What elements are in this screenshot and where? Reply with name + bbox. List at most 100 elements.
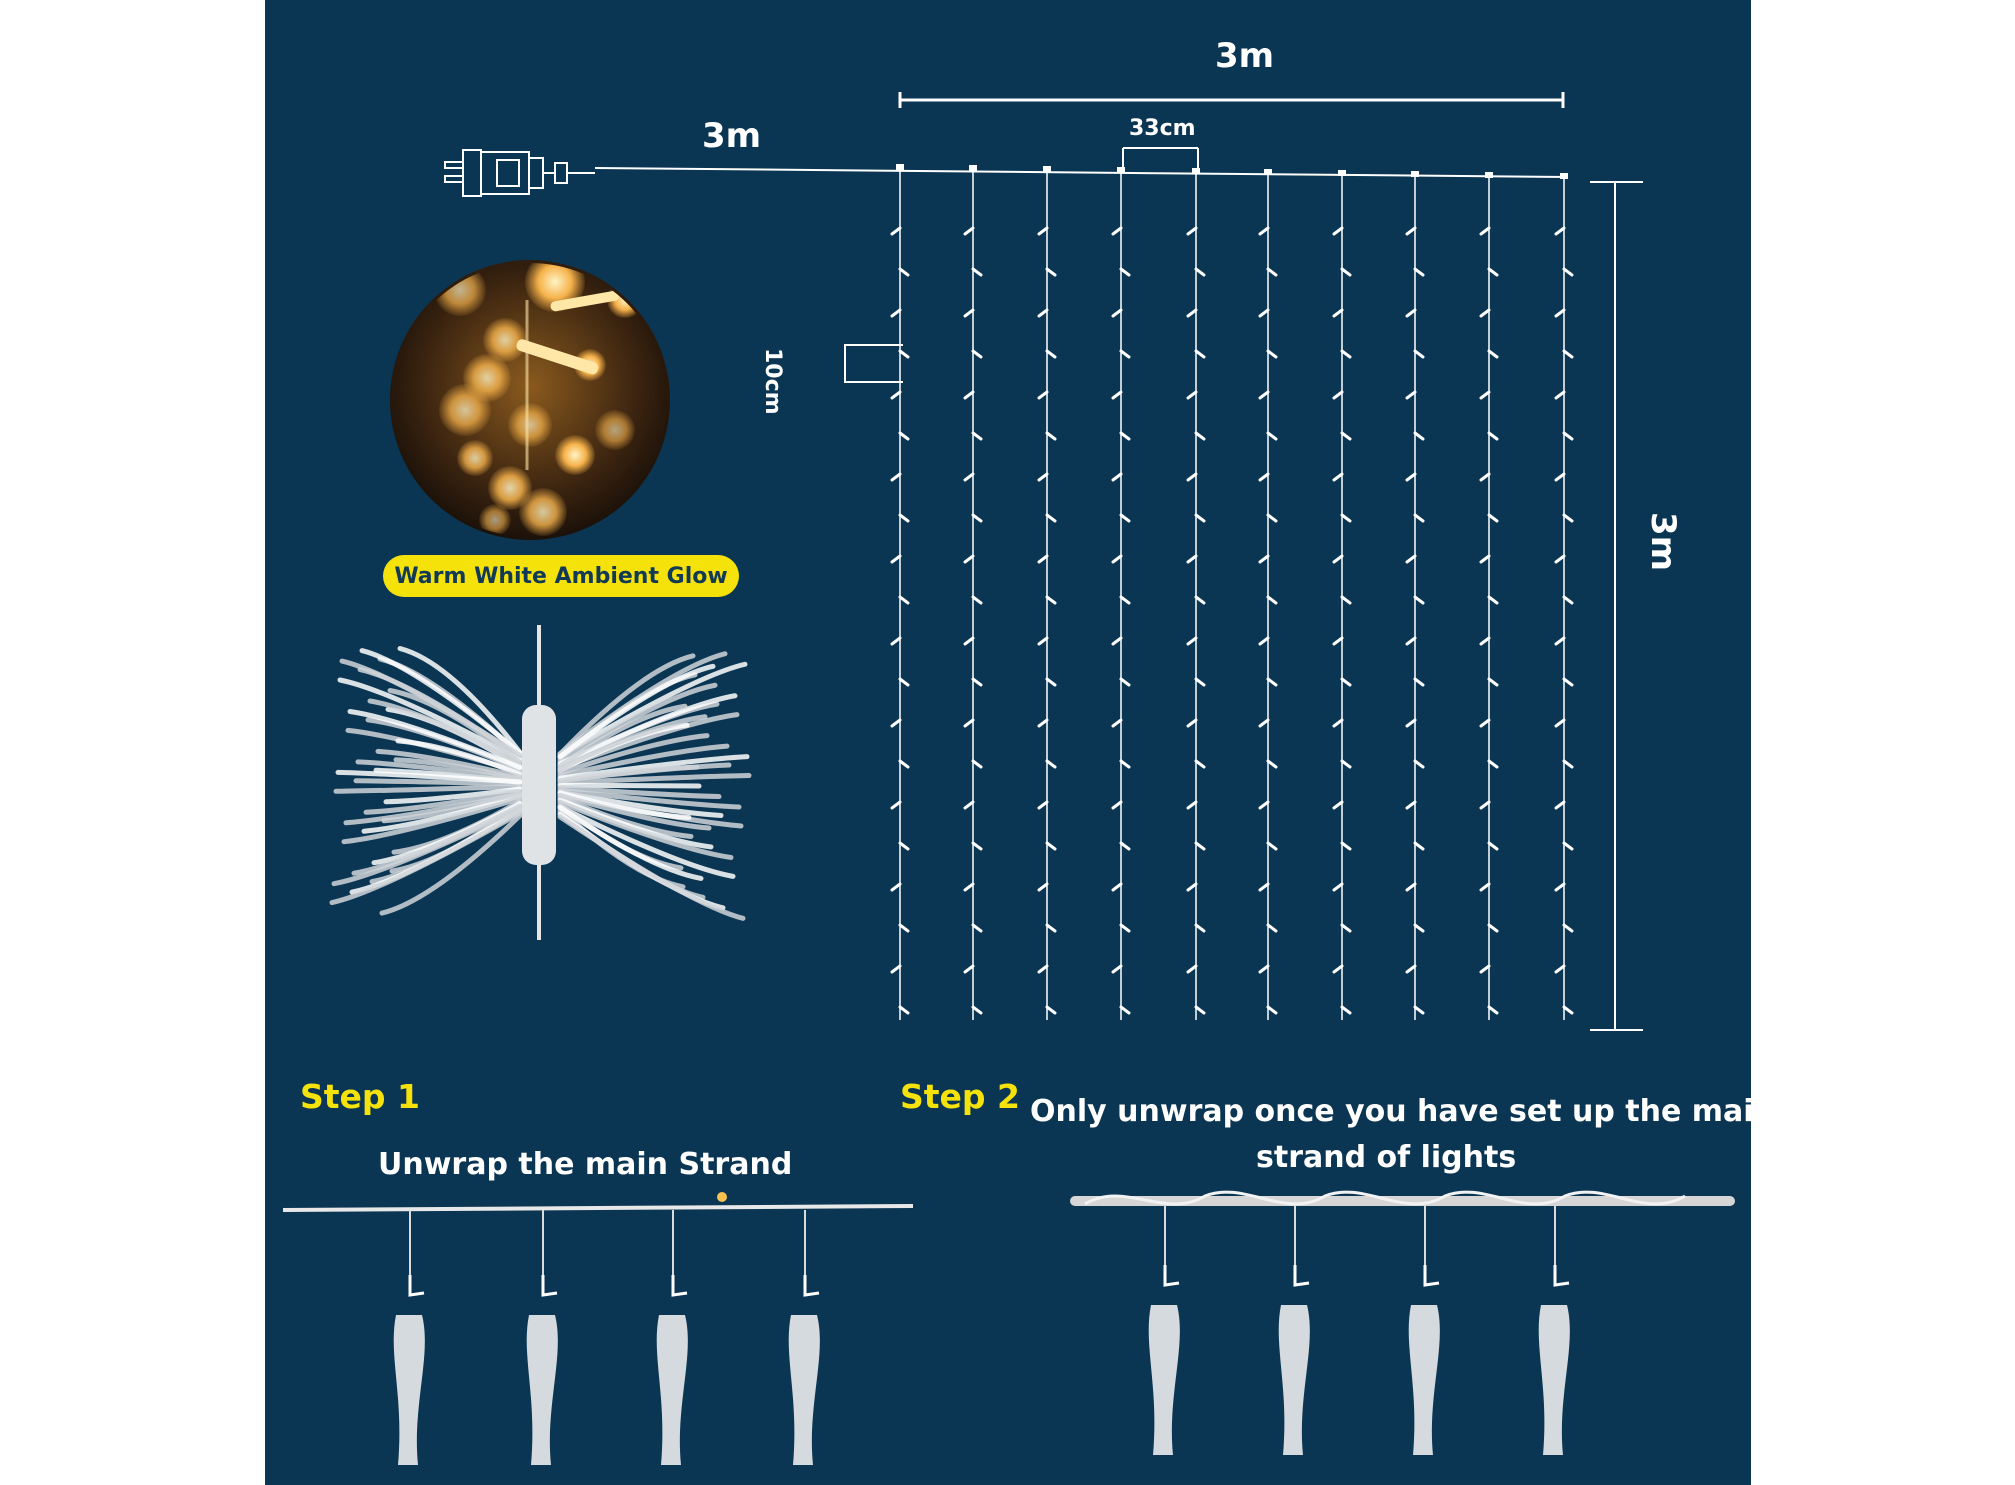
bulb — [1258, 472, 1270, 482]
icicle-tag — [541, 1275, 558, 1297]
bulb — [1413, 759, 1425, 769]
top-width-label: 3m — [1215, 36, 1275, 76]
bundle-wire — [359, 648, 523, 756]
spacing-marker-33cm — [1122, 147, 1199, 168]
bulb — [1258, 718, 1270, 728]
bundle-wire — [353, 778, 523, 787]
bulb — [1340, 513, 1352, 523]
bundle-wire — [343, 791, 523, 826]
bulb — [1332, 472, 1344, 482]
bulb — [971, 1005, 983, 1015]
bulb — [1194, 923, 1206, 933]
bulb — [1266, 595, 1278, 605]
bulb — [1487, 267, 1499, 277]
bulb — [1045, 1005, 1057, 1015]
bulb — [1266, 677, 1278, 687]
bulb — [898, 267, 910, 277]
bundle-wire — [557, 799, 734, 860]
bulb — [1119, 349, 1131, 359]
bulb — [1413, 677, 1425, 687]
bulb — [1405, 964, 1417, 974]
bulb — [1405, 308, 1417, 318]
strand-connector — [896, 164, 904, 170]
bundle-wire — [557, 733, 710, 776]
bulb — [1037, 964, 1049, 974]
bulb — [898, 595, 910, 605]
bulb — [1340, 267, 1352, 277]
bulb — [1479, 308, 1491, 318]
bulb — [1258, 800, 1270, 810]
bulb — [1111, 472, 1123, 482]
bulb — [1111, 800, 1123, 810]
strand-connector — [1192, 168, 1200, 174]
bulb — [1554, 390, 1566, 400]
strand-connector — [1411, 171, 1419, 177]
bulb — [971, 595, 983, 605]
bulb — [1405, 636, 1417, 646]
bulb — [1194, 595, 1206, 605]
bulb — [971, 677, 983, 687]
bulb — [1194, 267, 1206, 277]
bundle-wire — [557, 792, 712, 831]
bulb — [890, 800, 902, 810]
bulb — [1194, 759, 1206, 769]
bulb — [1194, 1005, 1206, 1015]
bulb — [1554, 718, 1566, 728]
bulb — [1554, 472, 1566, 482]
bulb — [963, 882, 975, 892]
bulb — [1045, 677, 1057, 687]
bulb — [1562, 759, 1574, 769]
bulb — [1340, 1005, 1352, 1015]
bulb — [1562, 267, 1574, 277]
bulb — [890, 308, 902, 318]
bundle-wire — [557, 804, 736, 879]
bulb — [1266, 267, 1278, 277]
bulb — [1487, 923, 1499, 933]
bulb — [1186, 800, 1198, 810]
bundle-wire — [333, 784, 523, 794]
bundle-wire — [557, 661, 748, 759]
bulb — [1194, 841, 1206, 851]
bulb — [1111, 636, 1123, 646]
bulb — [1119, 267, 1131, 277]
bulb — [1045, 759, 1057, 769]
cable-length-label: 3m — [702, 116, 762, 156]
bulb — [1111, 308, 1123, 318]
bundle-wire — [557, 804, 704, 881]
bulb — [1479, 390, 1491, 400]
bundle-wire — [557, 682, 718, 764]
bulb — [971, 841, 983, 851]
step2-caption-line1: Only unwrap once you have set up the mai… — [1030, 1094, 1751, 1129]
bulb — [1554, 308, 1566, 318]
bulb — [1562, 923, 1574, 933]
icicle-tag — [671, 1275, 688, 1297]
bulb — [1266, 1005, 1278, 1015]
strand-spacing-label: 33cm — [1129, 116, 1196, 141]
bulb — [1186, 718, 1198, 728]
step2-main-strand — [1070, 1190, 1735, 1206]
bulb — [1258, 882, 1270, 892]
bulb — [890, 390, 902, 400]
bulb — [1479, 718, 1491, 728]
bulb — [1562, 513, 1574, 523]
bulb — [1258, 636, 1270, 646]
strand-connector — [969, 165, 977, 171]
bulb — [1111, 882, 1123, 892]
bundle-wire — [339, 658, 523, 758]
bulb — [1119, 677, 1131, 687]
bulb — [1186, 554, 1198, 564]
bulb — [1258, 390, 1270, 400]
bulb — [1487, 431, 1499, 441]
bulb — [1045, 267, 1057, 277]
bulb — [1332, 882, 1344, 892]
bulb — [1479, 554, 1491, 564]
bulb — [1554, 882, 1566, 892]
bulb — [971, 431, 983, 441]
step1-title: Step 1 — [300, 1077, 420, 1116]
step1-caption: Unwrap the main Strand — [378, 1147, 793, 1182]
bulb — [1340, 759, 1352, 769]
bundle-wire — [329, 810, 523, 906]
bulb — [971, 267, 983, 277]
bulb — [1037, 882, 1049, 892]
bulb — [1119, 923, 1131, 933]
